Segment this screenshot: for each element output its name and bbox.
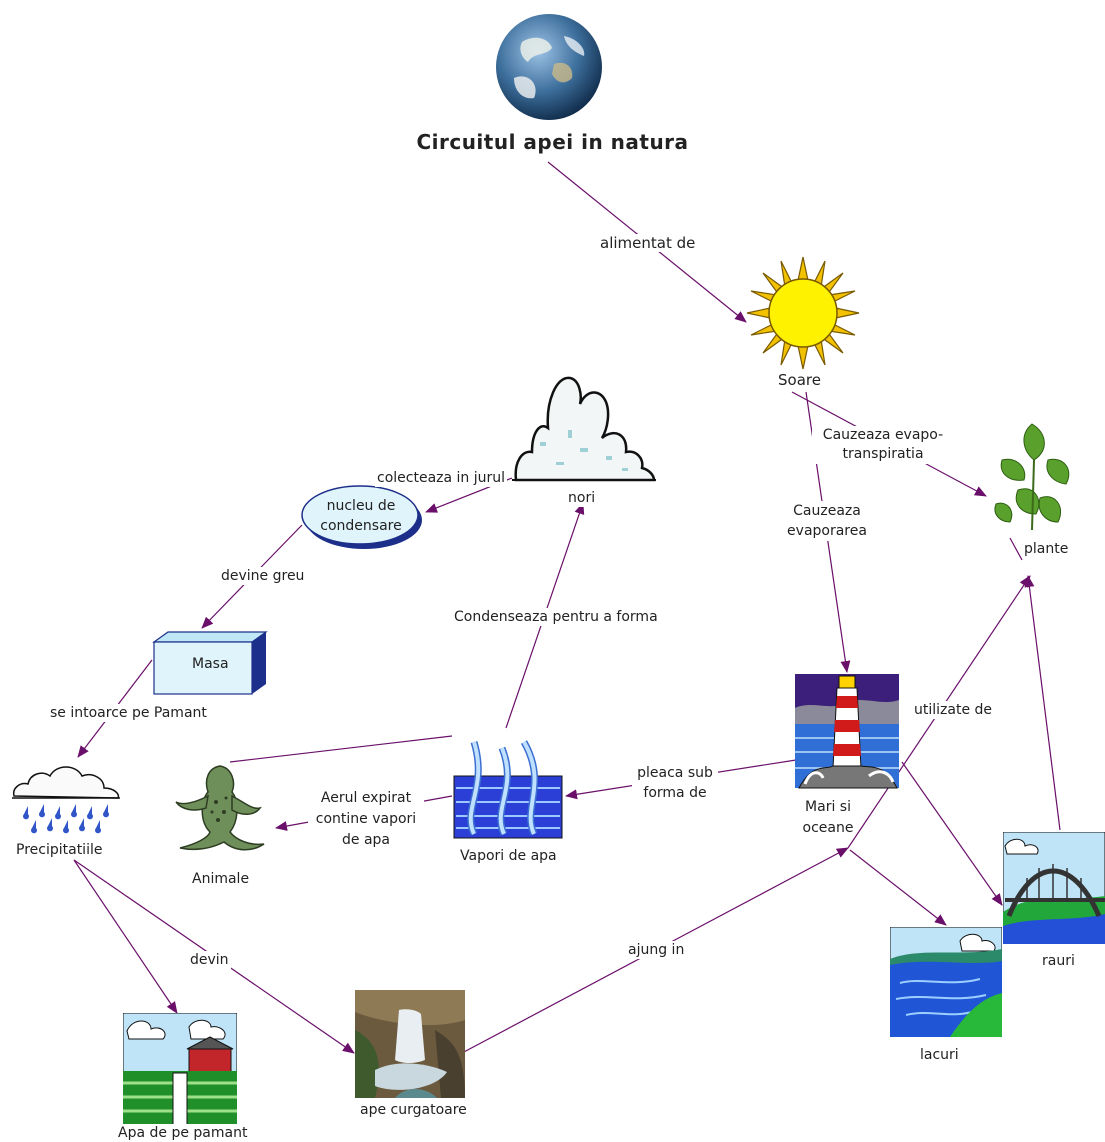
lighthouse-sea-icon	[795, 674, 899, 789]
node-plante: plante	[1022, 540, 1071, 558]
node-animale: Animale	[190, 870, 252, 888]
cloud-icon	[512, 376, 656, 482]
node-rauri: rauri	[1040, 952, 1077, 970]
node-nori: nori	[566, 489, 598, 507]
link-label-devin: devin	[188, 951, 231, 969]
sun-icon	[746, 256, 860, 370]
bridge-river-icon	[1003, 832, 1105, 944]
plant-leaves-icon	[994, 423, 1070, 531]
link-label-utilizate: utilizate de	[912, 701, 995, 719]
condensation-nucleus-ellipse	[301, 485, 422, 549]
waterfall-photo	[355, 990, 465, 1098]
mass-box-icon	[152, 631, 268, 695]
link-label-ajung: ajung in	[626, 941, 687, 959]
rain-cloud-icon	[12, 766, 120, 834]
water-vapor-icon	[453, 740, 563, 839]
link-precip-apa	[73, 859, 178, 1014]
node-vapori: Vapori de apa	[458, 847, 559, 865]
link-label-condenseaza: Condenseaza pentru a forma	[452, 608, 660, 626]
link-label-evapo-transpiratia: Cauzeaza evapo-transpiratia	[812, 426, 954, 464]
link-label-alimentat: alimentat de	[598, 234, 698, 252]
link-label-evaporarea: Cauzeaza evaporarea	[782, 501, 872, 541]
node-masa: Masa	[192, 656, 229, 672]
link-label-pleaca: pleaca sub forma de	[632, 763, 718, 803]
link-label-aerul: Aerul expirat contine vapori de apa	[308, 788, 424, 851]
node-nucleu: nucleu de condensare	[320, 498, 402, 534]
frog-icon	[175, 765, 265, 851]
node-precipitatii: Precipitatiile	[14, 841, 105, 859]
link-label-intoarce: se intoarce pe Pamant	[48, 704, 209, 722]
farm-field-icon	[123, 1013, 237, 1125]
link-vapori-animale	[229, 735, 453, 763]
link-rauri-plante	[1024, 575, 1061, 831]
earth-globe-icon	[496, 14, 602, 120]
node-ape-curgatoare: ape curgatoare	[358, 1101, 469, 1119]
lake-icon	[890, 927, 1002, 1037]
link-plante-stem	[1009, 537, 1023, 561]
diagram-title: Circuitul apei in natura	[416, 130, 689, 154]
node-soare: Soare	[776, 371, 823, 389]
node-apa-pamant: Apa de pe pamant	[116, 1124, 250, 1142]
node-lacuri: lacuri	[918, 1046, 961, 1064]
link-label-colecteaza: colecteaza in jurul	[375, 469, 508, 487]
link-mari-rauri	[901, 761, 1003, 906]
node-mari: Mari si oceane	[802, 799, 854, 836]
link-label-devine-greu: devine greu	[219, 567, 307, 585]
link-mari-lacuri	[849, 849, 947, 926]
